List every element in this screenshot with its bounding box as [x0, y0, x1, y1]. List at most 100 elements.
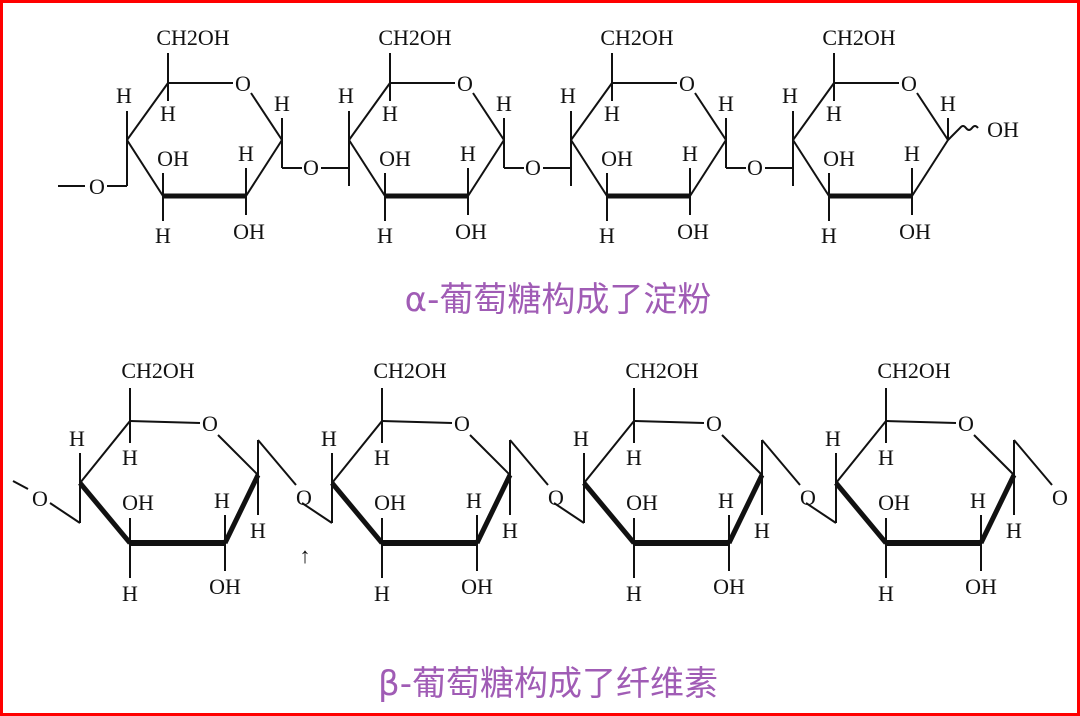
bond	[257, 439, 297, 486]
oh-label: OH	[374, 490, 406, 515]
h-label: H	[1006, 518, 1022, 543]
oh-label: OH	[233, 219, 265, 244]
oh-label: OH	[209, 574, 241, 599]
h-label: H	[502, 518, 518, 543]
h-label: H	[826, 101, 842, 126]
glycosidic-oxygen: O	[548, 485, 564, 510]
h-label: H	[718, 91, 734, 116]
bond	[973, 434, 1015, 476]
bond	[792, 139, 830, 197]
oh-label: OH	[965, 574, 997, 599]
bond	[633, 420, 705, 424]
bond	[792, 82, 835, 141]
h-label: H	[573, 426, 589, 451]
bond	[509, 439, 549, 486]
ch2oh-label: CH2OH	[625, 358, 698, 383]
h-label: H	[122, 581, 138, 606]
oh-label: OH	[823, 146, 855, 171]
bold-bond	[834, 481, 888, 545]
bond	[250, 92, 283, 141]
arrow-marker: ↑	[300, 543, 311, 568]
ring-oxygen: O	[202, 411, 218, 436]
ch2oh-label: CH2OH	[156, 25, 229, 50]
bold-bond	[222, 473, 261, 545]
h-label: H	[160, 101, 176, 126]
oh-label: OH	[461, 574, 493, 599]
bond	[348, 82, 391, 141]
oh-label: OH	[379, 146, 411, 171]
bond	[570, 82, 613, 141]
bond	[472, 92, 505, 141]
h-label: H	[626, 581, 642, 606]
bond	[348, 139, 386, 197]
oh-label: OH	[713, 574, 745, 599]
h-label: H	[374, 445, 390, 470]
h-label: H	[377, 223, 393, 248]
oh-label: OH	[677, 219, 709, 244]
ring-oxygen: O	[457, 71, 473, 96]
wavy-bond	[947, 125, 979, 141]
bond	[916, 92, 949, 141]
glycosidic-oxygen: O	[296, 485, 312, 510]
ch2oh-label: CH2OH	[877, 358, 950, 383]
bond	[381, 420, 453, 424]
chain-continuation	[12, 480, 29, 490]
bond	[885, 420, 957, 424]
glycosidic-oxygen: O	[89, 174, 105, 199]
h-label: H	[878, 445, 894, 470]
h-label: H	[374, 581, 390, 606]
h-label: H	[466, 488, 482, 513]
h-label: H	[321, 426, 337, 451]
bond	[553, 502, 585, 524]
bond	[689, 139, 727, 197]
h-label: H	[878, 581, 894, 606]
bond	[721, 434, 763, 476]
ch2oh-label: CH2OH	[373, 358, 446, 383]
ring-oxygen: O	[454, 411, 470, 436]
h-label: H	[718, 488, 734, 513]
h-label: H	[782, 83, 798, 108]
oh-label: OH	[601, 146, 633, 171]
h-label: H	[214, 488, 230, 513]
h-label: H	[970, 488, 986, 513]
bond	[301, 502, 333, 524]
ch2oh-label: CH2OH	[121, 358, 194, 383]
bond	[583, 420, 635, 484]
bold-bond	[582, 481, 636, 545]
bond	[217, 434, 259, 476]
oh-label: OH	[878, 490, 910, 515]
glycosidic-oxygen: O	[1052, 485, 1068, 510]
h-label: H	[382, 101, 398, 126]
bond	[49, 502, 81, 524]
bold-bond	[330, 481, 384, 545]
h-label: H	[604, 101, 620, 126]
glycosidic-oxygen: O	[525, 155, 541, 180]
h-label: H	[940, 91, 956, 116]
h-label: H	[155, 223, 171, 248]
h-label: H	[821, 223, 837, 248]
ch2oh-label: CH2OH	[822, 25, 895, 50]
end-oh-label: OH	[987, 117, 1019, 142]
bond	[126, 82, 169, 141]
h-label: H	[116, 83, 132, 108]
ring-oxygen: O	[901, 71, 917, 96]
bond	[761, 439, 801, 486]
bold-bond	[474, 473, 513, 545]
h-label: H	[250, 518, 266, 543]
glycosidic-oxygen: O	[32, 486, 48, 511]
ring-oxygen: O	[958, 411, 974, 436]
ring-oxygen: O	[235, 71, 251, 96]
alpha-caption: α-葡萄糖构成了淀粉	[405, 280, 712, 320]
glycosidic-oxygen: O	[800, 485, 816, 510]
bold-bond	[978, 473, 1017, 545]
h-label: H	[626, 445, 642, 470]
ring-oxygen: O	[706, 411, 722, 436]
oh-label: OH	[157, 146, 189, 171]
h-label: H	[238, 141, 254, 166]
bond	[805, 502, 837, 524]
h-label: H	[682, 141, 698, 166]
bond	[835, 420, 887, 484]
ring-oxygen: O	[679, 71, 695, 96]
bond	[79, 420, 131, 484]
